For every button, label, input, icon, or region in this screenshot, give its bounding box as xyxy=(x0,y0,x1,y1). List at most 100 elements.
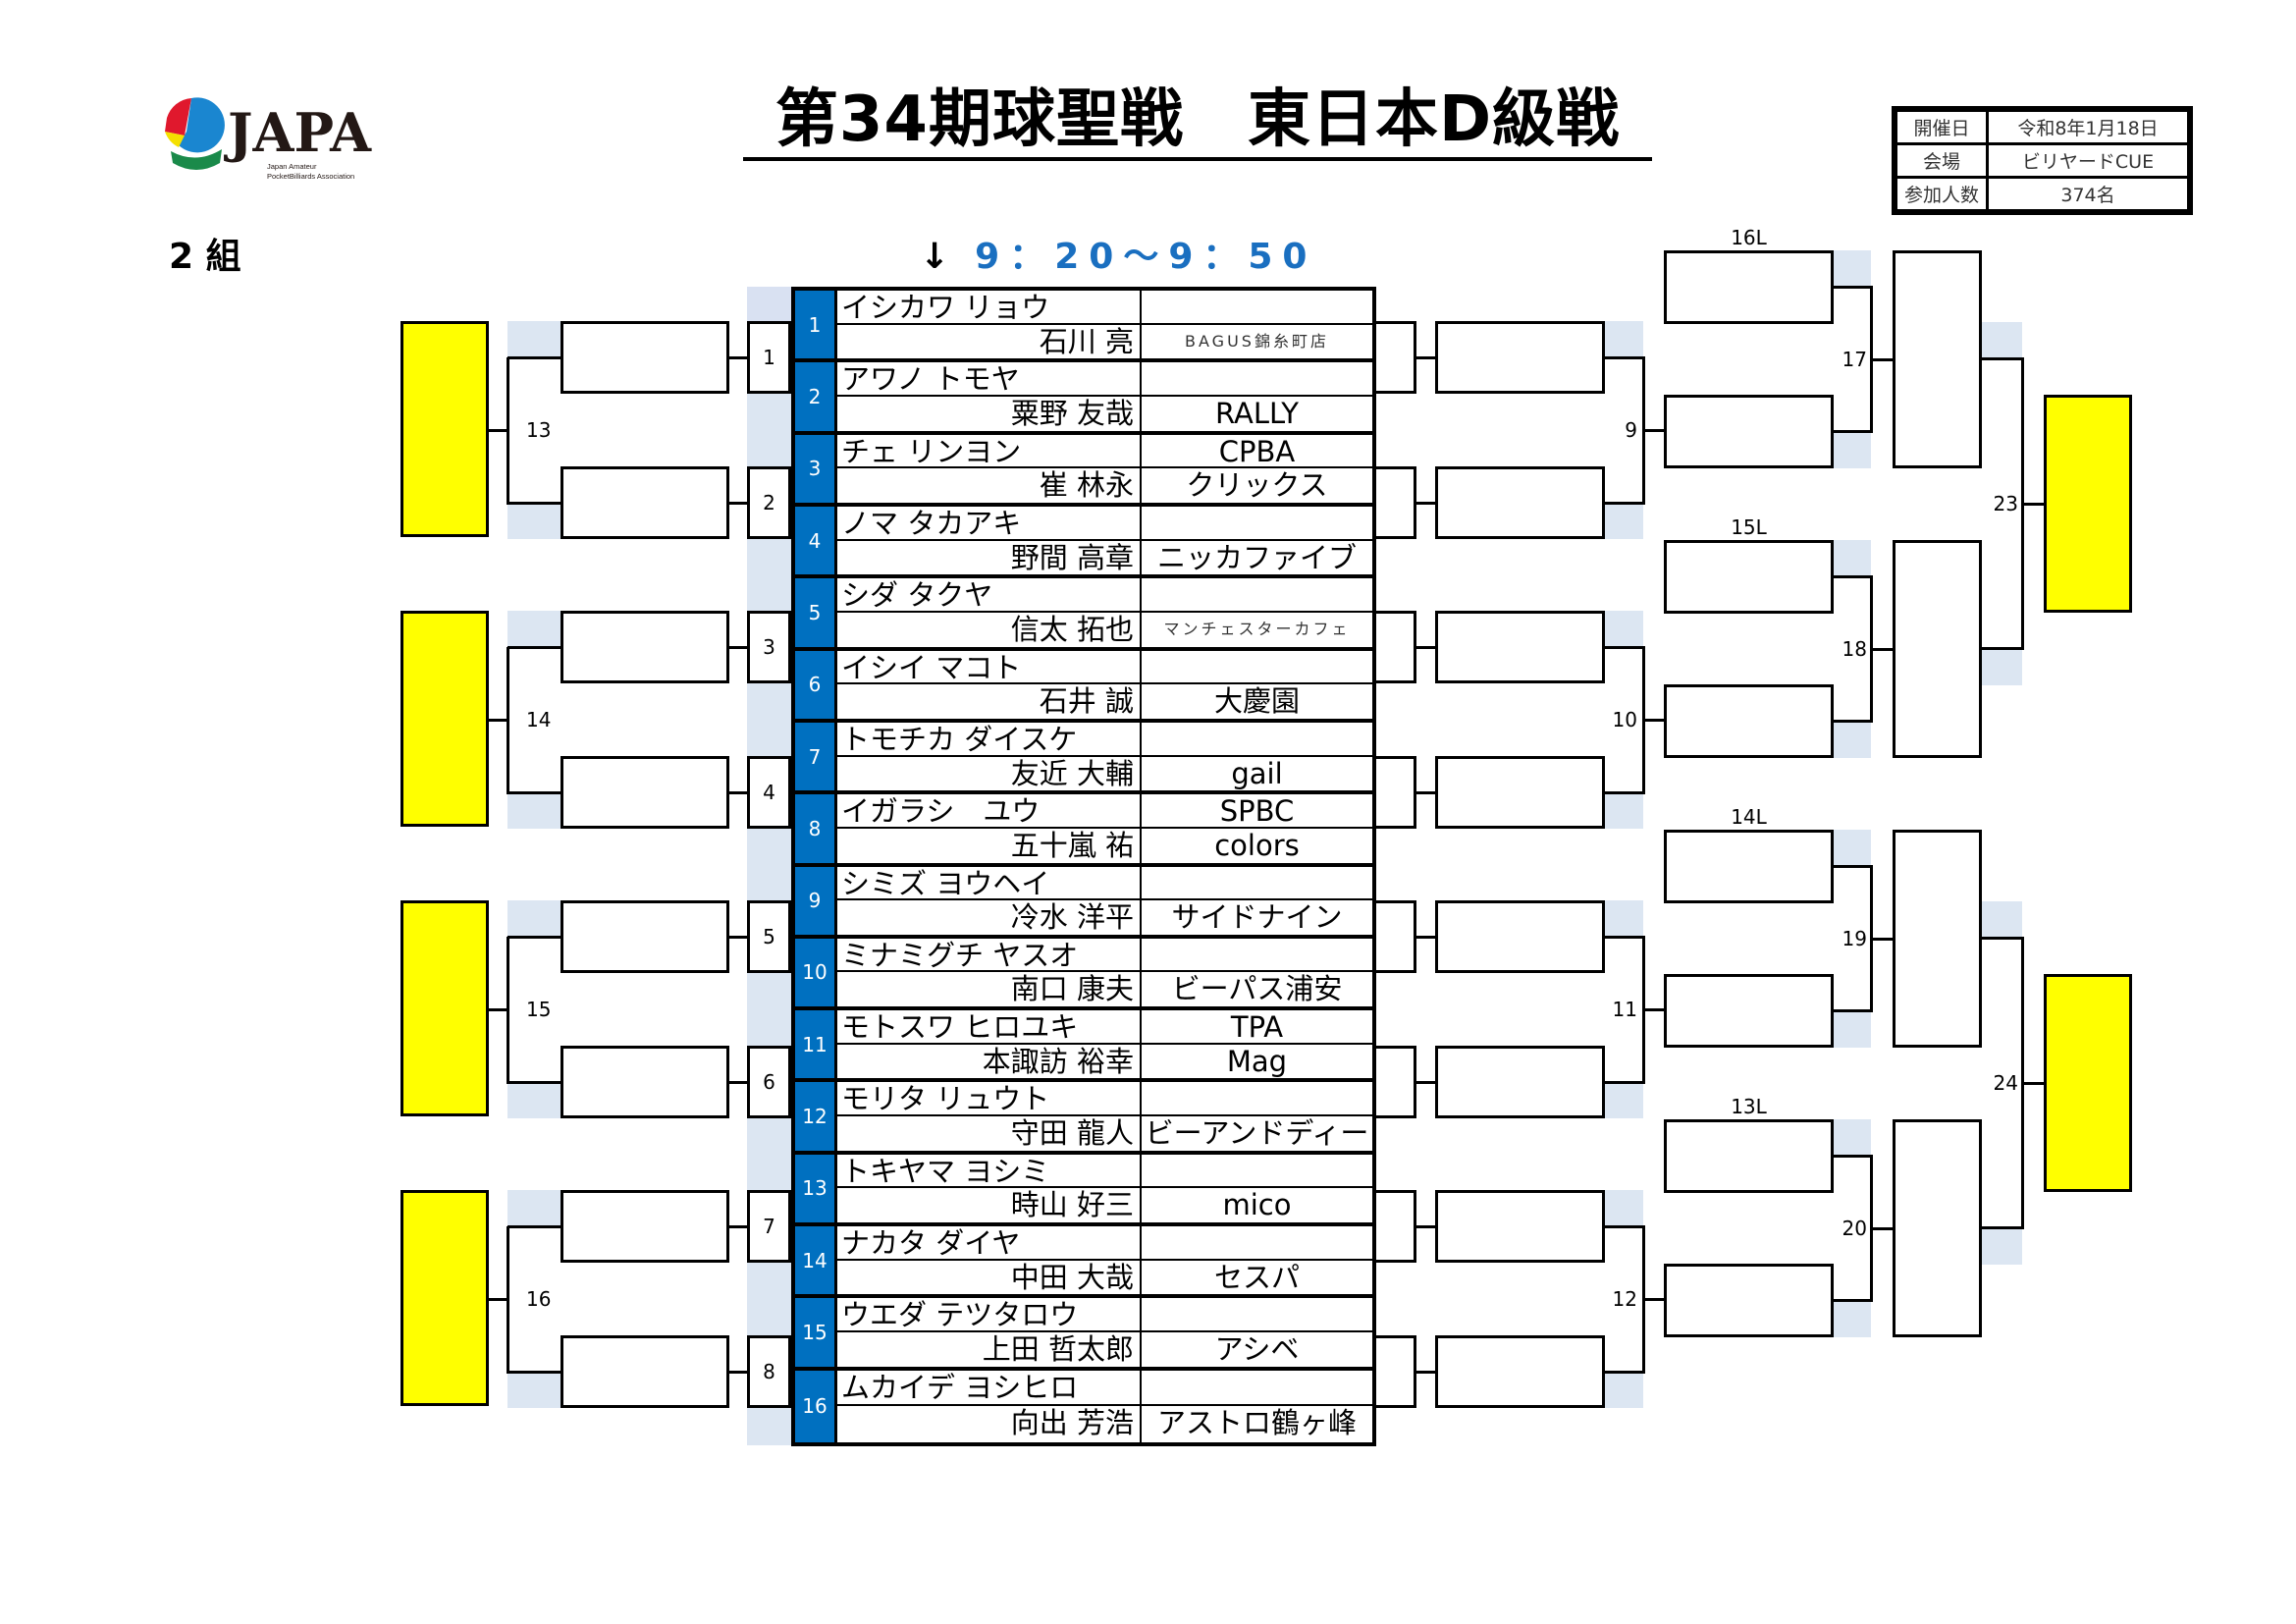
winner-slot[interactable] xyxy=(561,900,729,973)
highlight-patch xyxy=(1834,1302,1871,1337)
player-club: サイドナイン xyxy=(1171,900,1343,935)
match-number-box: 8 xyxy=(747,1335,791,1408)
winner-slot[interactable] xyxy=(561,321,729,394)
connector-line xyxy=(2022,502,2046,506)
seed-number: 2 xyxy=(795,362,837,431)
connector-line xyxy=(1982,647,2024,650)
final-winner-slot[interactable] xyxy=(400,321,489,537)
match-slot-box xyxy=(1372,1190,1416,1263)
player-affiliation-top xyxy=(1142,1371,1372,1407)
connector-line xyxy=(1871,937,1895,941)
connector-line xyxy=(1416,936,1437,939)
match-label: 23 xyxy=(1993,491,2018,515)
winner-slot[interactable] xyxy=(561,466,729,539)
match-number-box: 3 xyxy=(747,611,791,683)
match-slot-box xyxy=(1372,756,1416,829)
player-name: 崔 林永 xyxy=(837,468,1142,503)
winner-slot[interactable] xyxy=(561,1190,729,1263)
winner-slot[interactable] xyxy=(1893,540,1982,758)
match-label: 10 xyxy=(1612,708,1637,731)
winner-slot[interactable] xyxy=(1893,830,1982,1048)
winner-slot[interactable] xyxy=(1893,250,1982,468)
connector-line xyxy=(1416,1081,1437,1084)
match-label: 20 xyxy=(1842,1216,1867,1240)
connector-line xyxy=(1982,937,2024,940)
winner-slot[interactable] xyxy=(1435,900,1605,973)
player-kana: ナカタ ダイヤ xyxy=(837,1226,1142,1261)
winner-slot[interactable] xyxy=(1435,611,1605,683)
highlight-patch xyxy=(507,1190,561,1225)
highlight-patch xyxy=(1605,1084,1643,1118)
match-slot-box xyxy=(1372,1046,1416,1118)
final-winner-slot[interactable] xyxy=(400,1190,489,1406)
loser-slot[interactable] xyxy=(1664,1119,1834,1193)
player-kana: チェ リンヨン xyxy=(837,434,1142,469)
winner-slot[interactable] xyxy=(561,756,729,829)
player-kana: ムカイデ ヨシヒロ xyxy=(837,1370,1142,1407)
match-label: 12 xyxy=(1612,1287,1637,1311)
connector-line xyxy=(507,1225,562,1228)
connector-line xyxy=(1643,429,1666,432)
player-name: 石川 亮 xyxy=(837,324,1142,359)
final-winner-slot[interactable] xyxy=(400,611,489,827)
winner-slot[interactable] xyxy=(1435,321,1605,394)
winner-slot[interactable] xyxy=(1664,1264,1834,1337)
winner-slot[interactable] xyxy=(561,1046,729,1118)
player-kana: モリタ リュウト xyxy=(837,1082,1142,1117)
connector-line xyxy=(1834,1299,1873,1302)
connector-line xyxy=(726,502,749,505)
highlight-patch xyxy=(507,794,561,829)
player-name: 冷水 洋平 xyxy=(837,900,1142,935)
loser-slot[interactable] xyxy=(1664,250,1834,324)
connector-line xyxy=(1605,791,1645,794)
player-affiliation-top: SPBC xyxy=(1142,794,1372,829)
winner-slot[interactable] xyxy=(1435,756,1605,829)
match-label: 13 xyxy=(526,418,552,442)
winner-slot[interactable] xyxy=(1664,395,1834,468)
connector-line xyxy=(1643,1298,1666,1301)
final-winner-slot[interactable] xyxy=(2044,394,2132,613)
winner-slot[interactable] xyxy=(1893,1119,1982,1337)
winner-slot[interactable] xyxy=(1664,684,1834,758)
player-name: 友近 大輔 xyxy=(837,756,1142,791)
highlight-patch xyxy=(1605,321,1643,356)
winner-slot[interactable] xyxy=(1435,466,1605,539)
final-winner-slot[interactable] xyxy=(2044,973,2132,1192)
match-number-box: 6 xyxy=(747,1046,791,1118)
loser-slot[interactable] xyxy=(1664,830,1834,903)
player-affiliation-top xyxy=(1142,291,1372,325)
player-kana: イシカワ リョウ xyxy=(837,291,1142,325)
connector-line xyxy=(1871,1226,1895,1230)
player-affiliation-top xyxy=(1142,723,1372,757)
winner-slot[interactable] xyxy=(1435,1335,1605,1408)
connector-line xyxy=(726,356,749,359)
seed-number: 1 xyxy=(795,291,837,359)
connector-line xyxy=(507,502,562,505)
loser-slot[interactable] xyxy=(1664,540,1834,614)
winner-slot[interactable] xyxy=(1435,1190,1605,1263)
winner-slot[interactable] xyxy=(561,611,729,683)
seed-number: 7 xyxy=(795,722,837,791)
player-club: クリックス xyxy=(1186,468,1328,503)
final-winner-slot[interactable] xyxy=(400,900,489,1116)
highlight-patch xyxy=(507,1084,561,1118)
time-text: 9：20～9：50 xyxy=(975,237,1317,277)
winner-slot[interactable] xyxy=(1664,974,1834,1048)
highlight-patch xyxy=(1982,650,2022,685)
winner-slot[interactable] xyxy=(561,1335,729,1408)
winner-slot[interactable] xyxy=(1435,1046,1605,1118)
match-number-box: 1 xyxy=(747,321,791,394)
player-club: マンチェスターカフェ xyxy=(1163,619,1351,638)
seed-number: 11 xyxy=(795,1010,837,1079)
connector-line xyxy=(1834,1009,1873,1012)
connector-line xyxy=(487,1008,509,1011)
